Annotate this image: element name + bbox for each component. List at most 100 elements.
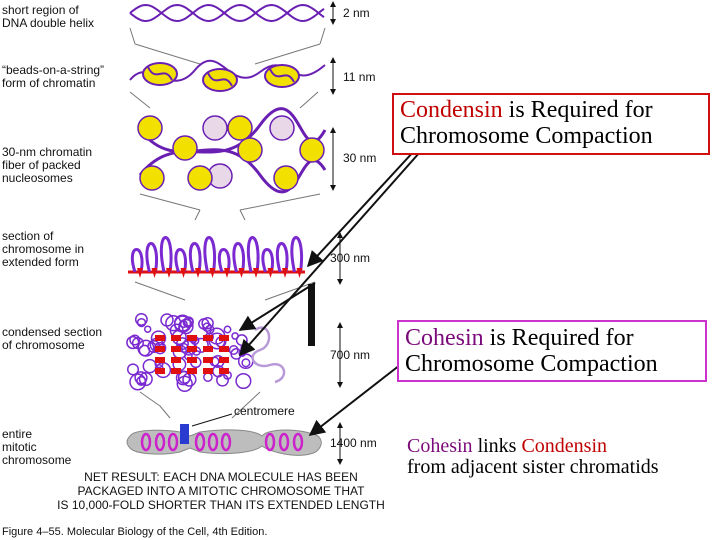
cohesin-ring (278, 432, 290, 452)
chromatin-coil (228, 345, 239, 355)
scaffold-protein (137, 268, 143, 278)
condensed-scaffold-protein (219, 357, 229, 363)
condensed-scaffold-protein (155, 346, 165, 352)
condensed-scaffold-protein (171, 346, 181, 352)
chromatin-coil (150, 330, 167, 346)
scale-1400nm: 1400 nm (330, 436, 377, 450)
chromatin-loop (290, 236, 303, 273)
chromatin-coil (178, 318, 194, 335)
scaffold-protein (282, 268, 288, 278)
chromatin-loop (203, 236, 216, 273)
scale-11nm: 11 nm (343, 70, 376, 84)
chromatin-loop (145, 242, 159, 273)
scaffold-protein (209, 268, 216, 278)
centromere-label: centromere (234, 404, 295, 418)
chromatin-coil (131, 337, 144, 350)
scale-30nm: 30 nm (343, 151, 377, 165)
centromere-pointer (191, 413, 233, 427)
cohesin-ring (264, 432, 276, 452)
cohesin-ring (207, 432, 219, 452)
cohesin-callout: Cohesin is Required for Chromosome Compa… (397, 320, 707, 382)
nucleosome-bead (172, 135, 198, 161)
chromatin-coil (205, 324, 215, 335)
chromatin-coil (176, 375, 193, 392)
chromatin-coil (193, 337, 209, 353)
nucleosome-bead (299, 137, 325, 163)
condensed-scaffold-protein (155, 357, 165, 363)
scale-700nm: 700 nm (330, 348, 371, 362)
condensed-scaffold-protein (203, 368, 213, 374)
chromatin-coil (223, 325, 232, 334)
nucleosome-bead (273, 165, 299, 191)
scaffold-protein (151, 268, 158, 278)
chromatin-coil (198, 318, 210, 330)
cohesin-ring (292, 432, 304, 452)
chromatin-coil (235, 372, 252, 390)
condensed-scaffold-protein (219, 335, 229, 341)
chromatin-coil (138, 372, 153, 387)
beads-on-a-string (129, 59, 326, 92)
chromatin-coil (138, 344, 151, 357)
label-beads-on-a-string: “beads-on-a-string”form of chromatin (2, 63, 105, 90)
chromatin-coil (201, 316, 214, 330)
condensin-callout: Condensin is Required for Chromosome Com… (392, 93, 710, 155)
chromatin-loop (275, 242, 289, 273)
condensed-scaffold-protein (155, 368, 165, 374)
chromatin-loop (174, 248, 188, 273)
chromatin-coil (136, 376, 147, 386)
nucleosome-bead (137, 115, 163, 141)
chromatin-coil (126, 363, 140, 376)
cohesin-ring (154, 432, 166, 452)
scaffold-protein (180, 268, 187, 278)
cohesin-ring (167, 432, 179, 452)
chromatin-loop (159, 236, 173, 273)
chromatin-coil (134, 312, 148, 326)
cohesin-ring (194, 432, 206, 452)
scaffold-protein (238, 268, 245, 278)
chromatin-coil (176, 337, 189, 351)
cohesin-links-condensin-text: Cohesin links Condensin from adjacent si… (407, 435, 659, 478)
nucleosome-bead (227, 115, 253, 141)
condensed-scaffold-protein (187, 335, 197, 341)
scaffold-protein (253, 268, 259, 278)
condensed-scaffold-protein (203, 335, 213, 341)
nucleosome-bead (269, 115, 295, 141)
condensed-scaffold-protein (203, 346, 213, 352)
scale-indicators (330, 0, 343, 465)
chromatin-coil (203, 372, 213, 382)
chromatin-loop (217, 248, 231, 273)
condensed-scaffold-protein (155, 335, 165, 341)
condensed-scaffold-protein (187, 368, 197, 374)
scaffold-protein (267, 268, 274, 278)
extended-chromosome-loops (128, 236, 305, 278)
scale-300nm: 300 nm (330, 251, 371, 265)
condensin-keyword: Condensin (400, 97, 503, 123)
chromatin-coil (126, 335, 140, 350)
chromatin-loop (246, 236, 260, 273)
chromatin-loop (261, 248, 275, 273)
figure-caption: Figure 4–55. Molecular Biology of the Ce… (2, 526, 268, 538)
condensed-scaffold-protein (171, 368, 181, 374)
cohesin-ring (220, 432, 232, 452)
scaffold-protein (195, 268, 201, 278)
callout-arrows (238, 149, 421, 436)
nucleosome-bead (237, 137, 263, 163)
scale-2nm: 2 nm (343, 6, 370, 20)
thirty-nm-fiber (137, 107, 327, 194)
condensed-section (126, 312, 286, 392)
condensed-scaffold-protein (171, 335, 181, 341)
chromatin-coil (231, 332, 239, 340)
cohesin-keyword: Cohesin (405, 325, 484, 351)
chromatin-coil (142, 358, 158, 374)
chromatin-coil (160, 313, 174, 327)
chromatin-coil (153, 341, 167, 355)
scaffold-protein (224, 268, 230, 278)
chromatin-coil (165, 315, 182, 332)
nucleosome-bead (139, 165, 165, 191)
condensed-scaffold-protein (203, 357, 213, 363)
